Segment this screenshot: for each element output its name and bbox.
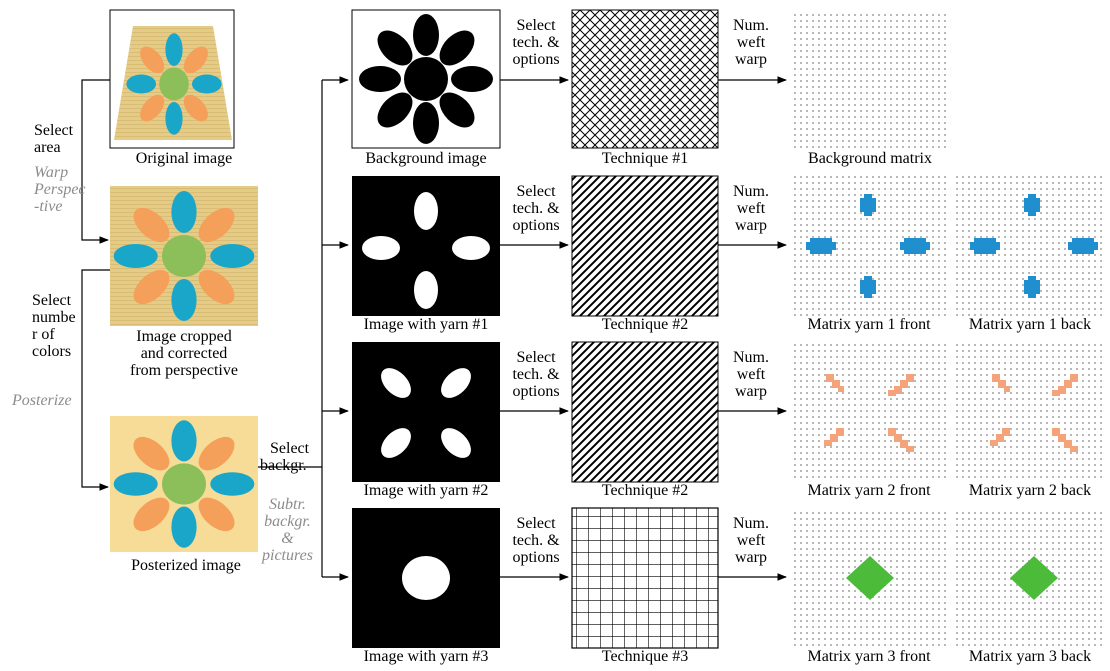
mask-caption-row-3: Image with yarn #2 [364, 482, 489, 499]
select-tech-label-row-1-line3: options [506, 51, 566, 68]
caption-cropped-line1: Image cropped [130, 328, 238, 345]
caption-cropped-image: Image cropped and corrected from perspec… [130, 328, 238, 379]
technique-1-pattern [572, 10, 718, 148]
select-tech-label-row-4-line2: tech. & [506, 532, 566, 549]
mask-yarn1-image [352, 176, 500, 316]
step-select-colors-line4: colors [32, 343, 76, 360]
mask-yarn2-image [352, 342, 500, 482]
technique-2b-pattern [572, 342, 718, 482]
select-tech-label-row-4-line1: Select [506, 515, 566, 532]
step-warp-line3: -tive [34, 198, 86, 215]
num-weft-warp-label-row-3-line2: weft [726, 366, 776, 383]
caption-original-image: Original image [136, 150, 232, 167]
connector-cropped-to-posterized [82, 270, 110, 487]
mask-caption-row-4: Image with yarn #3 [364, 648, 489, 665]
num-weft-warp-label-row-1-line1: Num. [726, 17, 776, 34]
select-tech-label-row-2-line1: Select [506, 183, 566, 200]
matrix-caption-row-2-back: Matrix yarn 1 back [969, 316, 1091, 333]
step-select-backgr: Select backgr. [260, 440, 309, 474]
matrix-background [790, 10, 950, 148]
num-weft-warp-label-row-4-line3: warp [726, 549, 776, 566]
matrix-yarn2-back [956, 342, 1106, 482]
step-subtr-line2: backgr. [262, 513, 313, 530]
select-tech-label-row-1-line2: tech. & [506, 34, 566, 51]
step-warp: Warp Perspec -tive [34, 164, 86, 215]
select-tech-label-row-3-line1: Select [506, 349, 566, 366]
caption-cropped-line3: from perspective [130, 362, 238, 379]
caption-cropped-line2: and corrected [130, 345, 238, 362]
caption-posterized-image: Posterized image [131, 557, 241, 574]
posterized-image [110, 416, 258, 552]
technique-caption-row-1: Technique #1 [602, 150, 688, 167]
step-subtr-line3: & [262, 530, 313, 547]
step-select-backgr-line2: backgr. [260, 457, 309, 474]
num-weft-warp-label-row-3-line3: warp [726, 383, 776, 400]
num-weft-warp-label-row-1-line2: weft [726, 34, 776, 51]
step-warp-line1: Warp [34, 164, 86, 181]
step-subtr-line1: Subtr. [262, 496, 313, 513]
matrix-caption-row-3-back: Matrix yarn 2 back [969, 482, 1091, 499]
mask-caption-row-2: Image with yarn #1 [364, 316, 489, 333]
num-weft-warp-label-row-2-line1: Num. [726, 183, 776, 200]
select-tech-label-row-2-line3: options [506, 217, 566, 234]
step-select-colors-line3: r of [32, 326, 76, 343]
original-image [110, 10, 234, 148]
matrix-caption-row-4-front: Matrix yarn 3 front [807, 648, 930, 665]
num-weft-warp-label-row-4-line2: weft [726, 532, 776, 549]
mask-yarn3-image [352, 508, 500, 648]
select-tech-label-row-2-line2: tech. & [506, 200, 566, 217]
step-select-colors: Select numbe r of colors [32, 292, 76, 360]
select-tech-label-row-3-line3: options [506, 383, 566, 400]
step-select-backgr-line1: Select [260, 440, 309, 457]
step-select-colors-line2: numbe [32, 309, 76, 326]
num-weft-warp-label-row-4-line1: Num. [726, 515, 776, 532]
select-tech-label-row-4-line3: options [506, 549, 566, 566]
cropped-image [110, 186, 258, 326]
step-subtr: Subtr. backgr. & pictures [262, 496, 313, 564]
technique-caption-row-3: Technique #2 [602, 482, 688, 499]
technique-caption-row-2: Technique #2 [602, 316, 688, 333]
step-select-area-line2: area [34, 139, 73, 156]
num-weft-warp-label-row-3-line1: Num. [726, 349, 776, 366]
step-select-area-line1: Select [34, 122, 73, 139]
technique-2a-pattern [572, 176, 718, 316]
mask-caption-row-1: Background image [365, 150, 486, 167]
matrix-caption-row-4-back: Matrix yarn 3 back [969, 648, 1091, 665]
select-tech-label-row-3-line2: tech. & [506, 366, 566, 383]
technique-caption-row-4: Technique #3 [602, 648, 688, 665]
num-weft-warp-label-row-1-line3: warp [726, 51, 776, 68]
select-tech-label-row-1-line1: Select [506, 17, 566, 34]
step-subtr-line4: pictures [262, 547, 313, 564]
mask-background-image [352, 10, 500, 148]
num-weft-warp-label-row-2-line3: warp [726, 217, 776, 234]
matrix-yarn2-front [790, 342, 950, 482]
matrix-caption-row-2-front: Matrix yarn 1 front [807, 316, 930, 333]
step-posterize: Posterize [12, 392, 72, 409]
step-select-area: Select area [34, 122, 73, 156]
technique-3-pattern [572, 508, 718, 648]
matrix-caption-row-3-front: Matrix yarn 2 front [807, 482, 930, 499]
matrix-caption-row-1-a: Background matrix [808, 150, 932, 167]
step-select-colors-line1: Select [32, 292, 76, 309]
connector-original-to-cropped [82, 80, 110, 240]
num-weft-warp-label-row-2-line2: weft [726, 200, 776, 217]
step-warp-line2: Perspec [34, 181, 86, 198]
